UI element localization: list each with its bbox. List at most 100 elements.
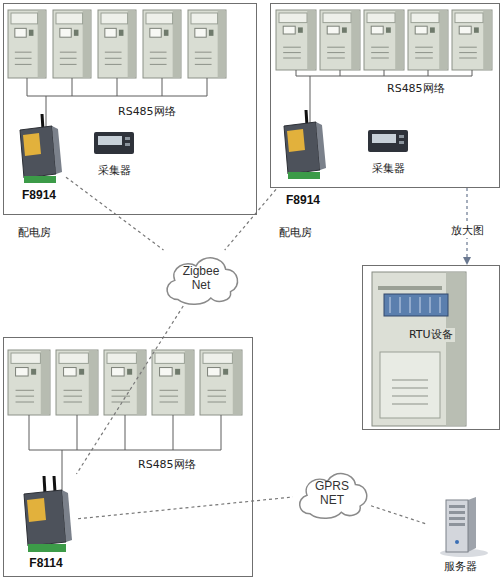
cabinet-vent <box>105 58 122 59</box>
cabinet-vent <box>112 402 130 403</box>
device-label: 采集器 <box>372 162 405 176</box>
room-panel: F8914采集器RS485网络配电房 <box>3 3 257 215</box>
cabinet-side <box>38 11 46 78</box>
bus-drop <box>62 450 63 492</box>
link-line <box>225 189 276 250</box>
collector-button <box>125 143 130 146</box>
cabinet-vent <box>327 58 345 59</box>
cabinet-meter <box>195 28 206 37</box>
drive-slot <box>449 517 465 520</box>
cabinet-symbol <box>98 10 136 78</box>
cabinet-meter <box>60 28 71 37</box>
cabinet-vent <box>112 396 130 397</box>
link-line <box>66 177 164 250</box>
rtu-module <box>430 297 431 313</box>
drive-slot <box>449 505 465 508</box>
cloud-label: GPRS NET <box>306 479 358 507</box>
cabinet-switch <box>127 369 132 375</box>
bus-drop <box>472 70 473 76</box>
antenna <box>44 476 45 494</box>
drive-slot <box>449 511 465 514</box>
cabinet-vent <box>415 58 433 59</box>
cabinet-vent <box>15 64 32 65</box>
cabinet-switch <box>164 30 169 36</box>
device-body <box>284 122 320 174</box>
device-label: F8914 <box>286 193 320 207</box>
device-node: F8114 <box>14 474 78 570</box>
cabinet-vent <box>208 402 226 403</box>
cabinet-symbol <box>276 10 316 70</box>
device-node: 服务器 <box>428 496 492 574</box>
collector-button <box>125 137 130 140</box>
cabinet-switch <box>342 27 347 32</box>
device-icon <box>276 108 330 180</box>
cabinet-door <box>380 352 440 418</box>
cabinet-top-panel <box>367 13 395 23</box>
device-label-plate <box>23 133 41 156</box>
cabinet-vent <box>15 52 32 53</box>
rs485-bus <box>27 78 207 128</box>
cabinet-switch <box>175 369 180 375</box>
rtu-module <box>400 297 401 313</box>
cabinet-vent <box>60 58 77 59</box>
bus-drop <box>125 415 126 450</box>
panel-label: 配电房 <box>18 226 51 240</box>
cabinet-top-panel <box>455 13 483 23</box>
rtu-cabinet <box>372 272 466 426</box>
cabinet-top-panel <box>56 13 83 24</box>
cabinet-vent <box>195 52 212 53</box>
cabinet-vent <box>392 396 428 397</box>
cabinet-body <box>372 272 466 426</box>
cabinet-body <box>276 10 316 70</box>
device-body <box>20 126 56 178</box>
collector-screen <box>372 134 396 143</box>
bus-drop <box>46 96 47 128</box>
bus-drop <box>29 415 30 450</box>
cabinet-vent <box>371 52 389 53</box>
cabinet-vent <box>150 58 167 59</box>
cabinet-top-panel <box>411 13 439 23</box>
cabinet-side <box>446 273 466 426</box>
device-icon <box>364 126 412 156</box>
cabinet-vent <box>64 396 82 397</box>
cabinet-vent <box>160 396 178 397</box>
cabinet-meter <box>64 368 77 376</box>
cabinet-vent <box>16 390 34 391</box>
device-side <box>62 490 72 542</box>
cabinet-top-panel <box>101 13 128 24</box>
bus-drop <box>72 78 73 96</box>
rs485-bus <box>29 415 221 492</box>
device-label-plate <box>287 129 305 152</box>
bus-drop <box>340 70 341 76</box>
cabinet-vent <box>283 58 301 59</box>
cabinet-vent <box>150 64 167 65</box>
device-label: F8914 <box>22 188 56 202</box>
device-icon <box>90 128 138 158</box>
bus-drop <box>77 415 78 450</box>
device-label: F8114 <box>29 556 62 570</box>
device-side <box>52 126 62 174</box>
cabinet-meter <box>105 28 116 37</box>
cabinet-symbol <box>8 10 46 78</box>
bus-drop <box>27 78 28 96</box>
power-light <box>455 540 459 544</box>
cabinet-body <box>364 10 404 70</box>
cabinet-vent <box>150 52 167 53</box>
cabinet-body <box>452 10 492 70</box>
cabinet-meter <box>327 26 339 34</box>
cabinet-vent <box>392 380 428 381</box>
cabinet-top-panel <box>11 353 40 363</box>
device-body <box>24 490 66 546</box>
device-node: F8914 <box>12 112 66 202</box>
cabinet-top-panel <box>11 13 38 24</box>
cabinet-side <box>83 11 91 78</box>
antenna <box>54 476 55 492</box>
cabinet-switch <box>430 27 435 32</box>
cabinet-meter <box>208 368 221 376</box>
cabinet-vent <box>64 402 82 403</box>
device-label: 服务器 <box>444 560 477 574</box>
cabinet-top-panel <box>323 13 351 23</box>
cabinet-side <box>173 11 181 78</box>
cabinet-side <box>218 11 226 78</box>
